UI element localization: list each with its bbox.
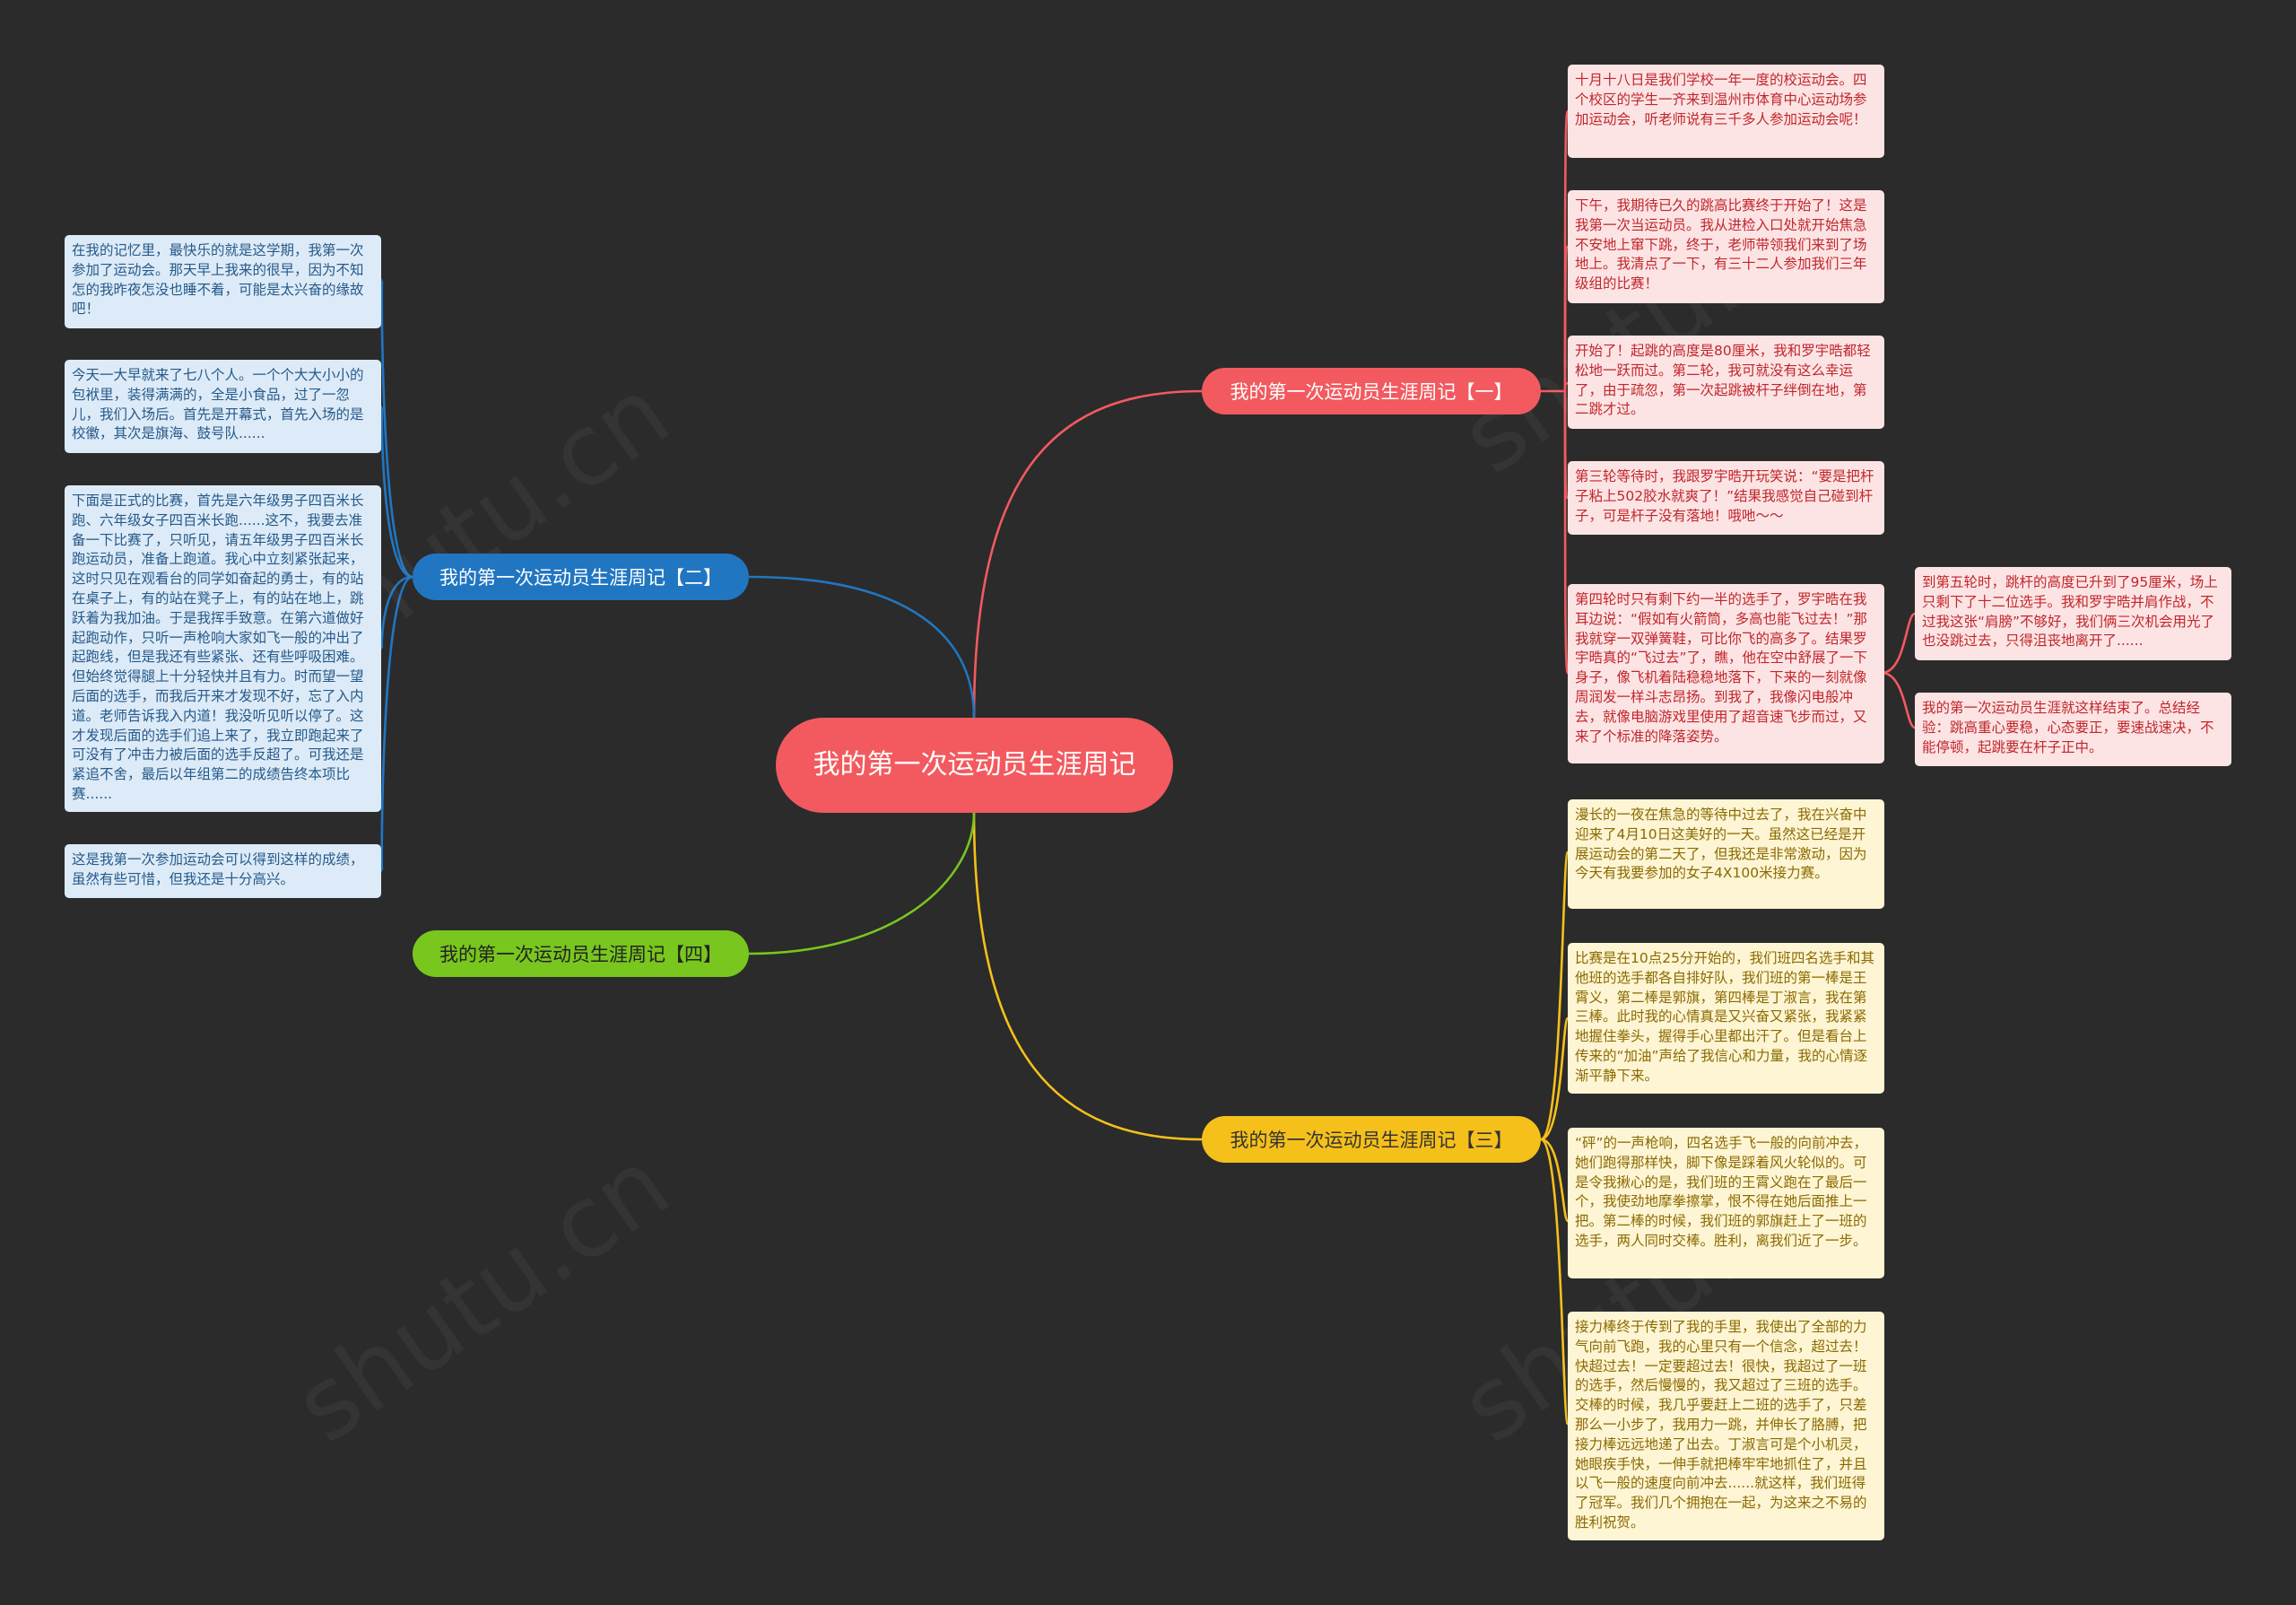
link-three-b (1540, 1016, 1570, 1141)
note-three-a[interactable]: 漫长的一夜在焦急的等待中过去了，我在兴奋中迎来了4月10日这美好的一天。虽然这已… (1568, 799, 1884, 909)
note-one-a[interactable]: 十月十八日是我们学校一年一度的校运动会。四个校区的学生一齐来到温州市体育中心运动… (1568, 65, 1884, 158)
link-one-e (1563, 390, 1570, 675)
note-one-d[interactable]: 第三轮等待时，我跟罗宇晧开玩笑说：“要是把杆子粘上502胶水就爽了！”结果我感觉… (1568, 461, 1884, 535)
link-two-c (380, 575, 413, 650)
note-one-c[interactable]: 开始了！起跳的高度是80厘米，我和罗宇晧都轻松地一跃而过。第二轮，我可就没有这么… (1568, 336, 1884, 429)
link-two-a (380, 278, 413, 579)
link-center-branch-four (748, 812, 976, 955)
note-one-e-sub2[interactable]: 我的第一次运动员生涯就这样结束了。总结经验：跳高重心要稳，心态要正，要速战速决，… (1915, 693, 2231, 766)
link-one-e-sub1 (1881, 612, 1916, 675)
link-one-e-sub2 (1881, 671, 1916, 729)
link-two-d (380, 575, 413, 873)
link-one-b (1563, 245, 1570, 392)
note-two-d[interactable]: 这是我第一次参加运动会可以得到这样的成绩，虽然有些可惜，但我还是十分高兴。 (65, 844, 381, 898)
branch-one[interactable]: 我的第一次运动员生涯周记【一】 (1202, 368, 1541, 414)
note-two-b[interactable]: 今天一大早就来了七八个人。一个个大大小小的包袱里，装得满满的，全是小食品，过了一… (65, 360, 381, 453)
note-two-a[interactable]: 在我的记忆里，最快乐的就是这学期，我第一次参加了运动会。那天早上我来的很早，因为… (65, 235, 381, 328)
link-center-branch-three (972, 812, 1203, 1141)
note-three-c[interactable]: “砰”的一声枪响，四名选手飞一般的向前冲去，她们跑得那样快，脚下像是踩着风火轮似… (1568, 1128, 1884, 1278)
note-three-d[interactable]: 接力棒终于传到了我的手里，我使出了全部的力气向前飞跑，我的心里只有一个信念，超过… (1568, 1312, 1884, 1540)
branch-three[interactable]: 我的第一次运动员生涯周记【三】 (1202, 1116, 1541, 1163)
note-two-c[interactable]: 下面是正式的比赛，首先是六年级男子四百米长跑、六年级女子四百米长跑......这… (65, 485, 381, 812)
branch-four[interactable]: 我的第一次运动员生涯周记【四】 (413, 930, 749, 977)
central-topic[interactable]: 我的第一次运动员生涯周记 (776, 718, 1173, 813)
note-three-b[interactable]: 比赛是在10点25分开始的，我们班四名选手和其他班的选手都各自排好队，我们班的第… (1568, 943, 1884, 1094)
branch-two[interactable]: 我的第一次运动员生涯周记【二】 (413, 554, 749, 600)
link-center-branch-one (972, 389, 1203, 719)
note-one-e[interactable]: 第四轮时只有剩下约一半的选手了，罗宇晧在我耳边说：“假如有火箭筒，多高也能飞过去… (1568, 584, 1884, 763)
link-two-b (380, 405, 413, 579)
link-three-d (1540, 1138, 1570, 1426)
link-one-c (1563, 381, 1569, 392)
note-one-e-sub1[interactable]: 到第五轮时，跳杆的高度已升到了95厘米，场上只剩下了十二位选手。我和罗宇晧并肩作… (1915, 567, 2231, 660)
link-three-c (1540, 1138, 1570, 1223)
note-one-b[interactable]: 下午，我期待已久的跳高比赛终于开始了！这是我第一次当运动员。我从进检入口处就开始… (1568, 190, 1884, 303)
link-center-branch-two (748, 575, 976, 719)
link-three-a (1540, 850, 1570, 1141)
